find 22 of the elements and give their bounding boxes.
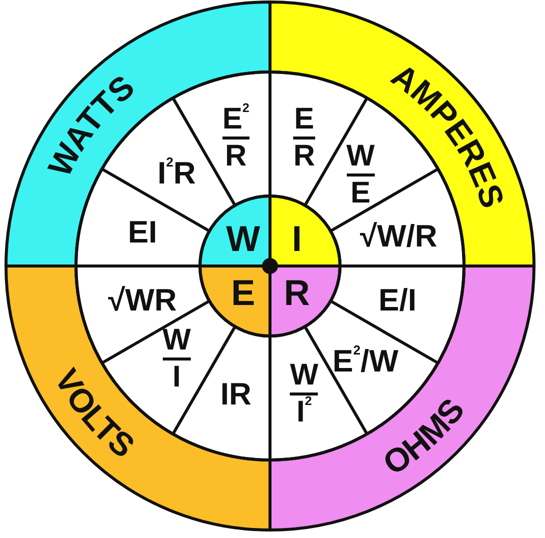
formula: I$^{2}$R (158, 157, 196, 188)
denominator: I$^{2}$ (296, 397, 312, 427)
numerator: W (346, 142, 375, 172)
symbol-letter: R (284, 274, 310, 311)
symbol-letter: I (292, 221, 302, 258)
denominator: I (172, 362, 181, 393)
numerator: W (162, 326, 191, 356)
denominator: R (293, 142, 315, 172)
formula: √W/R (360, 220, 438, 252)
symbol-letter: E (231, 274, 256, 311)
formula: E/I (378, 284, 416, 316)
numerator: W (290, 360, 318, 390)
outer-ring-segment (268, 264, 536, 532)
denominator: E (350, 178, 370, 209)
symbol-letter: W (226, 221, 260, 258)
formula: √WR (108, 284, 177, 316)
denominator: R (224, 142, 247, 172)
formula: E$^{2}$/W (332, 346, 398, 377)
formula: EI (128, 216, 158, 248)
formula: IR (220, 378, 252, 409)
numerator: E (294, 104, 314, 135)
numerator: E$^{2}$ (222, 104, 250, 135)
